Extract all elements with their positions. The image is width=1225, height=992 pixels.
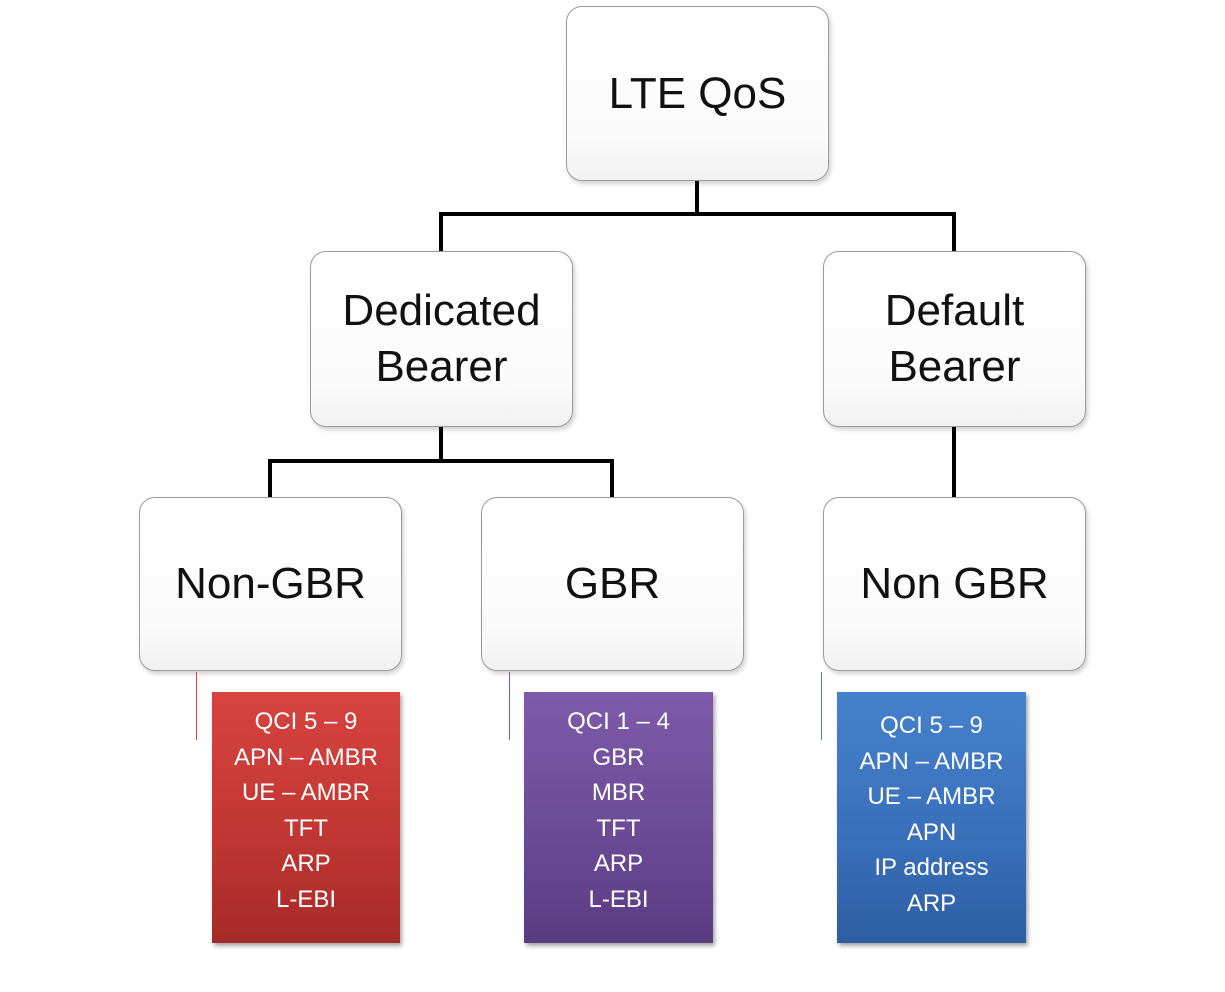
param-item: APN – AMBR (233, 743, 379, 771)
dedicated-bearer-label-line2: Bearer (375, 342, 508, 391)
param-item: QCI 5 – 9 (880, 712, 983, 739)
param-item: UE – AMBR (867, 783, 996, 810)
non-gbr-default-params-box: QCI 5 – 9 APN – AMBR UE – AMBR APN IP ad… (837, 692, 1026, 943)
param-item: APN – AMBR (859, 747, 1004, 775)
dedicated-bearer-node: Dedicated Bearer (310, 251, 573, 427)
gbr-params-box: QCI 1 – 4 GBR MBR TFT ARP L-EBI (524, 692, 713, 943)
param-item: QCI 1 – 4 (567, 708, 670, 735)
param-item: MBR (591, 779, 646, 806)
param-item: L-EBI (588, 885, 649, 913)
param-item: ARP (593, 850, 644, 877)
default-bearer-label-line1: Default (884, 286, 1025, 335)
non-gbr-dedicated-params-box: QCI 5 – 9 APN – AMBR UE – AMBR TFT ARP L… (212, 692, 400, 943)
gbr-label: GBR (564, 559, 661, 608)
param-item: GBR (592, 743, 645, 771)
lte-qos-node: LTE QoS (566, 6, 829, 181)
gbr-node: GBR (481, 497, 744, 671)
param-item: ARP (906, 889, 957, 917)
lte-qos-label: LTE QoS (608, 68, 787, 118)
red-marker-line (196, 672, 197, 740)
dedicated-bearer-label-line1: Dedicated (342, 286, 541, 335)
non-gbr-default-node: Non GBR (823, 497, 1086, 671)
param-item: IP address (874, 854, 989, 881)
param-item: QCI 5 – 9 (254, 708, 358, 735)
param-item: APN (906, 818, 957, 846)
param-item: L-EBI (275, 885, 337, 913)
purple-marker-line (509, 672, 510, 740)
non-gbr-dedicated-label: Non-GBR (175, 559, 366, 608)
param-item: TFT (596, 814, 641, 842)
param-item: UE – AMBR (241, 779, 371, 806)
default-bearer-label-line2: Bearer (888, 342, 1021, 391)
default-bearer-node: Default Bearer (823, 251, 1086, 427)
param-item: TFT (284, 814, 328, 842)
blue-marker-line (821, 672, 822, 740)
param-item: ARP (281, 850, 331, 877)
non-gbr-dedicated-node: Non-GBR (139, 497, 402, 671)
non-gbr-default-label: Non GBR (860, 559, 1049, 608)
